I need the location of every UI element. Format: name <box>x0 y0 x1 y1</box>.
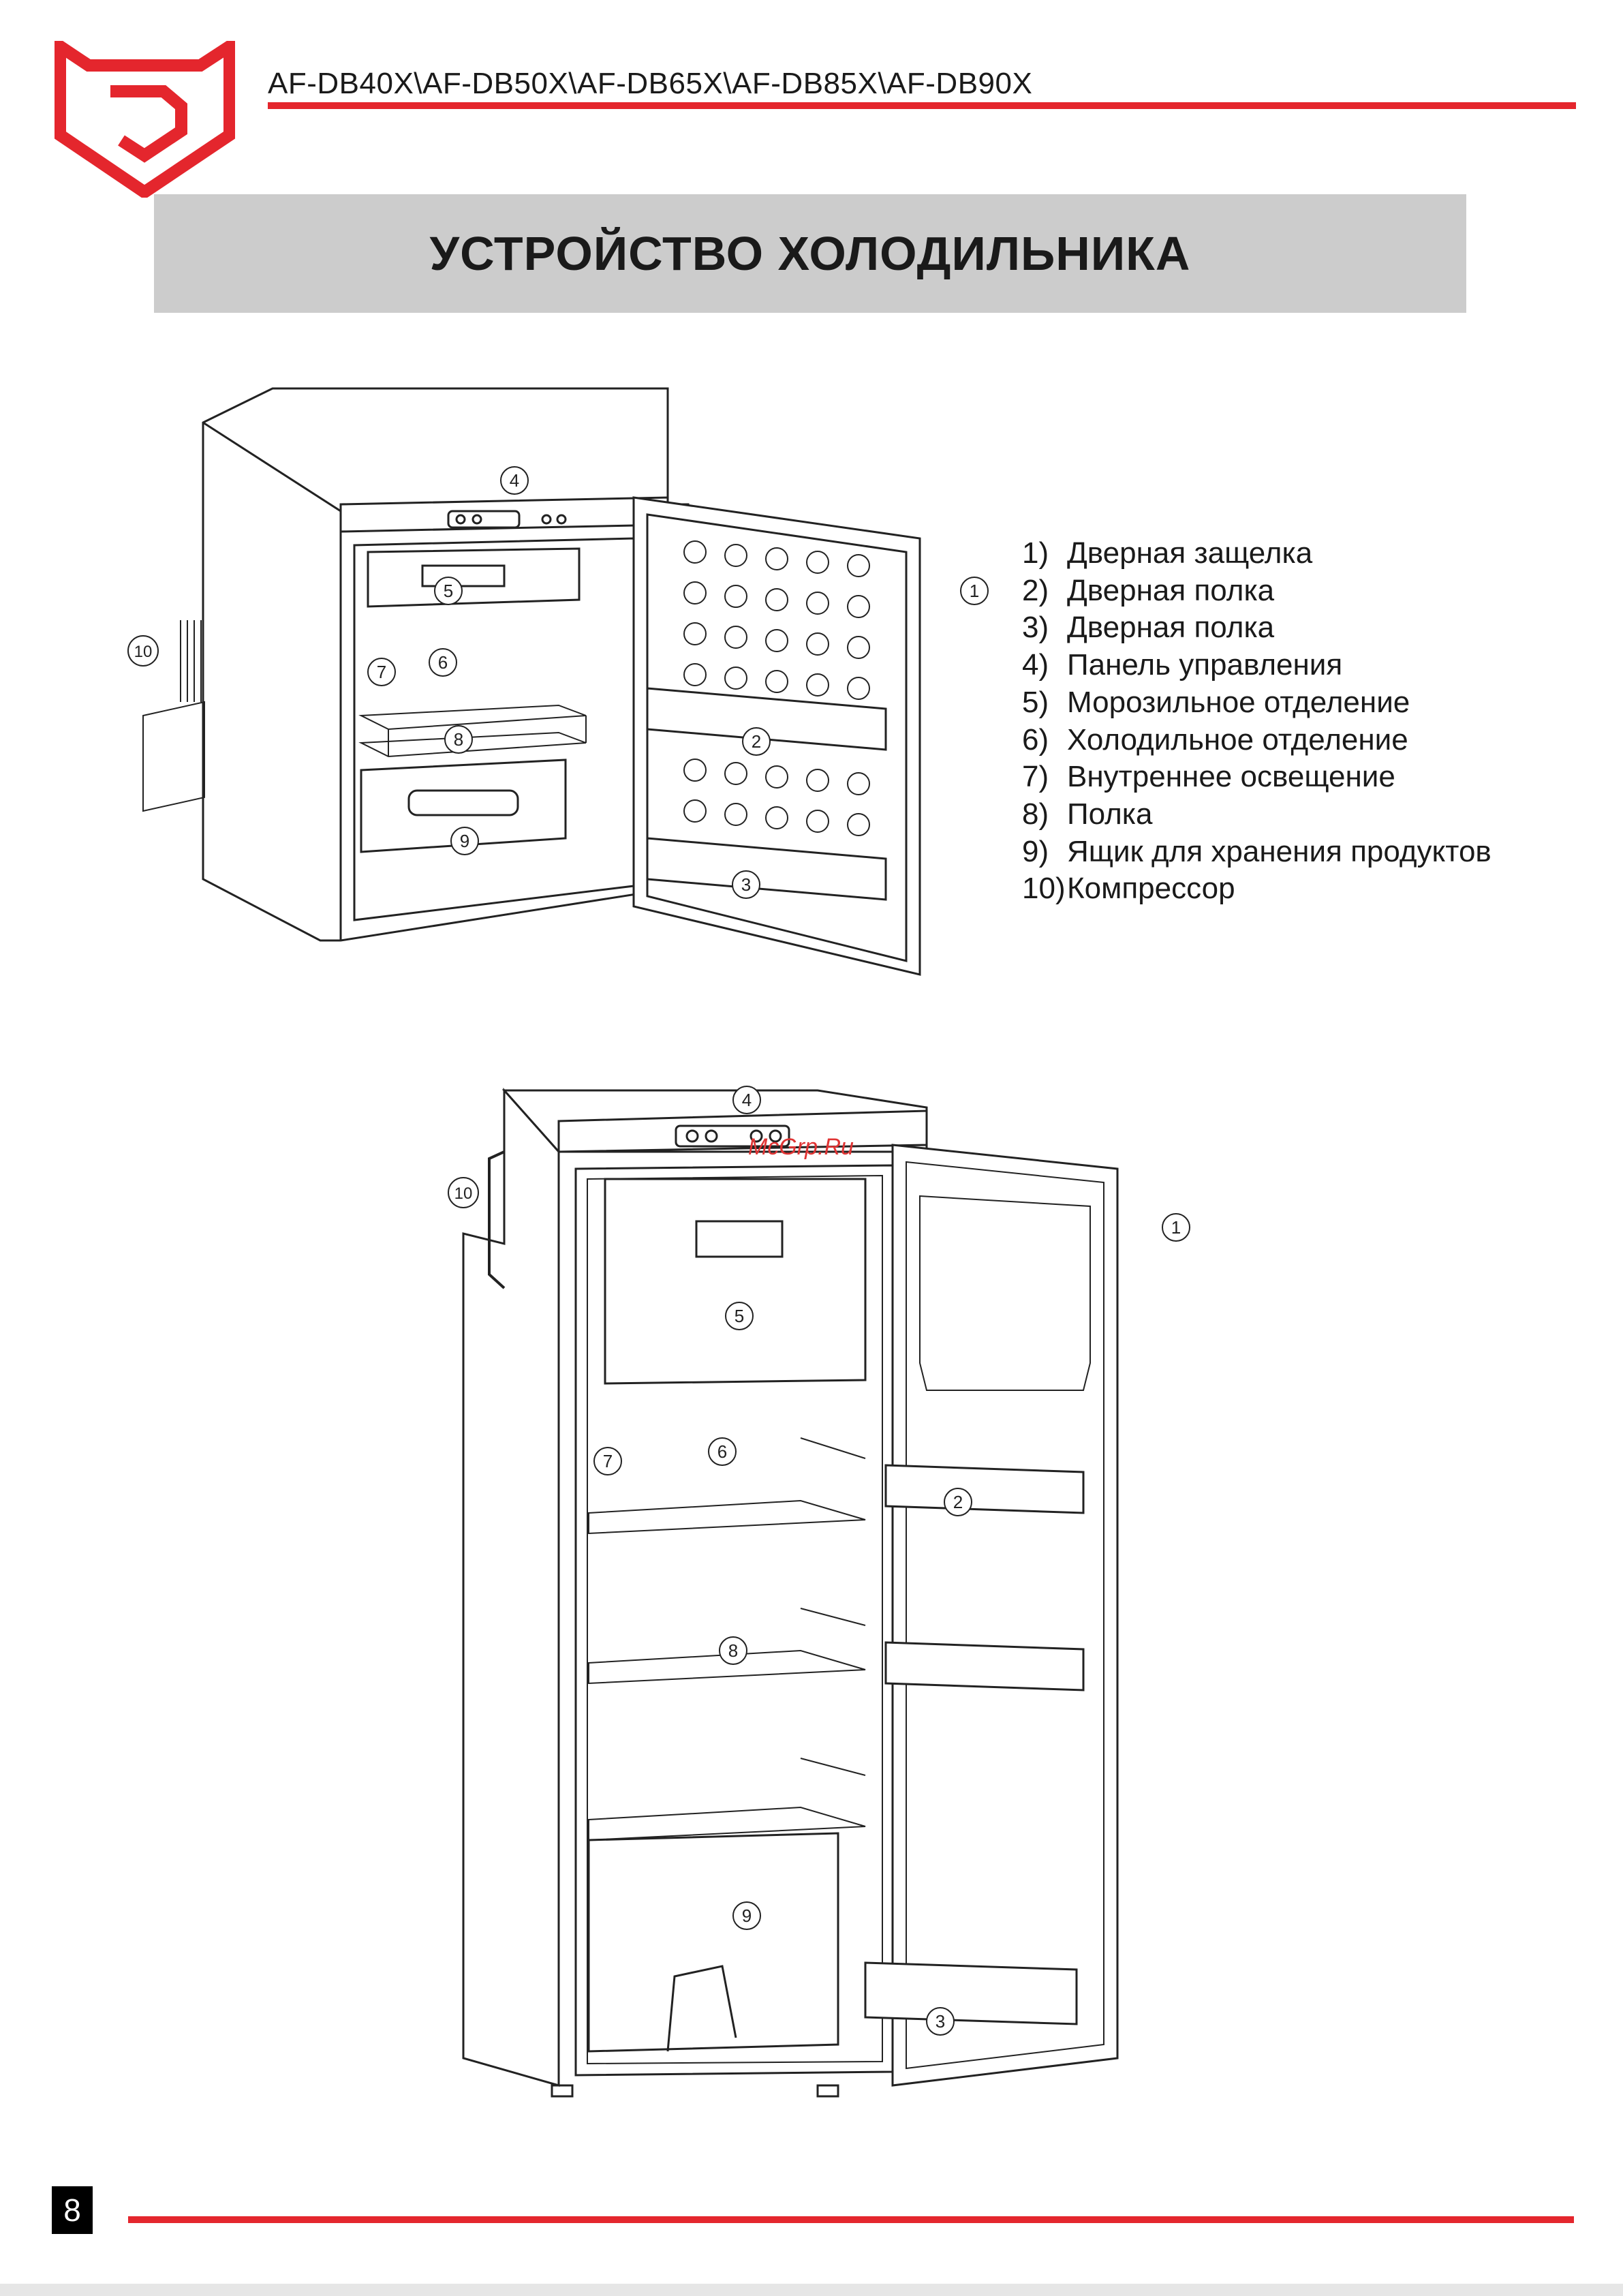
callout-6: 6 <box>438 652 448 673</box>
callout-4: 4 <box>510 470 519 491</box>
callout-10: 10 <box>134 643 153 661</box>
page-title: УСТРОЙСТВО ХОЛОДИЛЬНИКА <box>429 227 1191 280</box>
door-dimples <box>683 540 870 836</box>
bottom-strip <box>0 2284 1623 2296</box>
page-number: 8 <box>52 2186 93 2234</box>
list-item: 8)Полка <box>1022 797 1153 831</box>
list-item: 6)Холодильное отделение <box>1022 722 1408 756</box>
callout-5: 5 <box>444 581 453 601</box>
callout-4: 4 <box>742 1090 752 1110</box>
callout-10: 10 <box>454 1184 473 1203</box>
callout-3: 3 <box>741 874 751 895</box>
brand-logo-icon <box>55 41 235 198</box>
footer-rule <box>128 2216 1574 2223</box>
list-item: 7)Внутреннее освещение <box>1022 760 1395 794</box>
list-item: 3)Дверная полка <box>1022 611 1275 645</box>
callout-2: 2 <box>953 1492 963 1512</box>
callout-markers <box>127 466 989 899</box>
parts-list: 1)Дверная защелка 2)Дверная полка 3)Двер… <box>1022 535 1491 908</box>
list-item: 4)Панель управления <box>1022 648 1343 682</box>
list-item: 1)Дверная защелка <box>1022 536 1313 570</box>
callout-8: 8 <box>728 1640 738 1661</box>
header-rule <box>268 102 1576 109</box>
small-fridge-diagram: 4 1 5 6 7 8 9 2 3 10 <box>127 387 989 976</box>
list-item: 10)Компрессор <box>1022 872 1235 906</box>
callout-8: 8 <box>454 729 463 750</box>
shelf-grid <box>358 704 587 758</box>
callout-markers <box>448 1086 1190 2036</box>
callout-9: 9 <box>460 831 469 851</box>
callout-7: 7 <box>603 1451 613 1471</box>
callout-2: 2 <box>752 731 761 752</box>
callout-5: 5 <box>735 1306 744 1326</box>
watermark: McGrp.Ru <box>748 1134 854 1160</box>
callout-7: 7 <box>377 662 386 682</box>
callout-6: 6 <box>717 1441 727 1462</box>
callout-3: 3 <box>936 2011 945 2032</box>
model-header: AF-DB40X\AF-DB50X\AF-DB65X\AF-DB85X\AF-D… <box>268 67 1033 100</box>
callout-1: 1 <box>970 581 979 601</box>
list-item: 5)Морозильное отделение <box>1022 685 1410 719</box>
title-band: УСТРОЙСТВО ХОЛОДИЛЬНИКА <box>154 194 1466 313</box>
callout-9: 9 <box>742 1905 752 1926</box>
callout-1: 1 <box>1171 1217 1181 1238</box>
tall-fridge-diagram: 4 1 10 5 6 7 2 8 9 3 <box>448 1086 1190 2098</box>
list-item: 2)Дверная полка <box>1022 573 1275 607</box>
list-item: 9)Ящик для хранения продуктов <box>1022 834 1491 868</box>
